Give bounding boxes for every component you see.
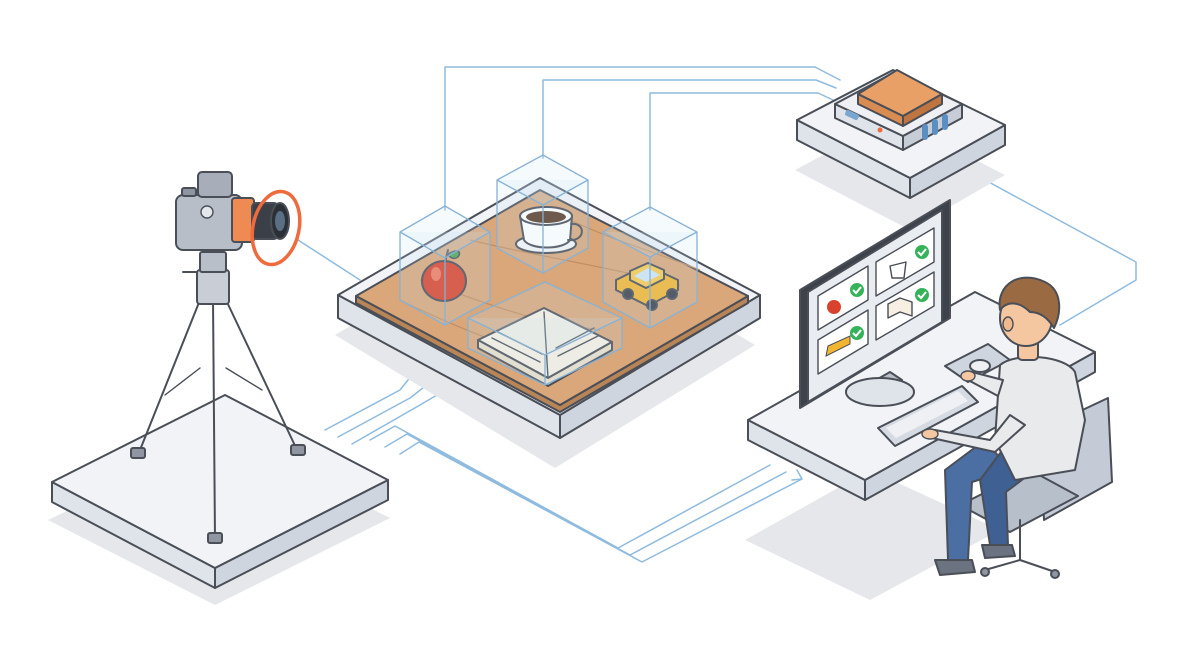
bounding-boxes xyxy=(399,154,698,386)
connectors xyxy=(297,66,1137,563)
connector-floor-2 xyxy=(337,383,429,438)
monitor-screen-content xyxy=(817,227,935,375)
connector-floor-1 xyxy=(324,374,413,431)
screen-card-car xyxy=(817,309,869,375)
checkmark-icon xyxy=(915,245,929,259)
connector-camera-to-table xyxy=(297,239,361,281)
connector-apple-box-to-server xyxy=(444,66,841,211)
tripod-icon xyxy=(130,251,306,544)
connector-floor-to-desk-3 xyxy=(399,441,803,563)
connector-floor-to-desk-1 xyxy=(369,425,771,549)
connector-floor-3 xyxy=(351,391,443,445)
coffee-cup-icon xyxy=(515,206,583,254)
apple-icon xyxy=(421,249,467,302)
checkmark-icon xyxy=(850,283,864,297)
mouse-icon xyxy=(969,359,991,373)
person-icon xyxy=(921,276,1086,576)
server-icon xyxy=(795,69,1006,230)
connector-cup-box-to-server xyxy=(542,79,837,159)
bounding-box-apple xyxy=(399,205,491,326)
screen-card-book xyxy=(875,271,935,341)
checkmark-icon xyxy=(850,326,864,340)
connector-floor-to-desk-2 xyxy=(384,433,787,556)
connector-car-box-to-server xyxy=(649,92,834,211)
screen-card-cup xyxy=(875,227,935,297)
keyboard-icon xyxy=(877,385,979,447)
screen-card-apple xyxy=(817,265,869,331)
toy-car-icon xyxy=(615,262,679,311)
detected-objects xyxy=(421,206,679,387)
camera-platform-top xyxy=(51,394,389,569)
bounding-box-car xyxy=(602,206,698,329)
monitor-icon xyxy=(799,199,951,409)
desk-shadow xyxy=(745,470,1000,600)
arrowhead-desk xyxy=(791,469,803,481)
camera-platform xyxy=(48,394,390,605)
bounding-box-cup xyxy=(496,154,589,274)
checkmark-icon xyxy=(915,288,929,302)
camera-icon xyxy=(175,171,302,267)
connector-operator-to-server xyxy=(962,167,1137,326)
bounding-box-book xyxy=(467,281,623,386)
lens-highlight-ring xyxy=(250,189,302,267)
